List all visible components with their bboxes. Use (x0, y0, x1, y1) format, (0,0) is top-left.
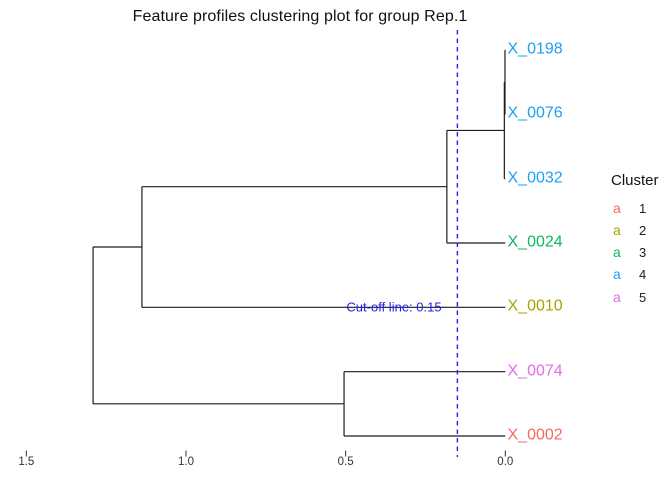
legend-key-glyph: a (613, 221, 621, 238)
legend-key-glyph: a (613, 266, 621, 283)
leaf-label: X_0032 (507, 169, 563, 187)
axis-tick-label: 0.5 (337, 456, 354, 468)
plot-title: Feature profiles clustering plot for gro… (132, 8, 468, 25)
axis-tick-label: 0.0 (497, 456, 514, 468)
legend-key-glyph: a (613, 288, 621, 305)
legend-title: Cluster (611, 172, 659, 189)
legend-key-glyph: a (613, 244, 621, 261)
legend-key-glyph: a (613, 199, 621, 216)
axis-tick-label: 1.5 (18, 456, 35, 468)
legend-item-label: 2 (639, 222, 647, 238)
axis-tick-label: 1.0 (178, 456, 194, 468)
leaf-label: X_0010 (507, 297, 563, 315)
legend-item-label: 5 (639, 289, 647, 305)
leaf-label: X_0002 (507, 426, 563, 444)
leaf-label: X_0024 (507, 233, 563, 251)
leaf-label: X_0076 (507, 104, 563, 122)
legend-item-label: 3 (639, 245, 647, 261)
leaf-label: X_0198 (507, 40, 563, 58)
leaf-label: X_0074 (507, 362, 563, 380)
cutoff-line-label: Cut-off line: 0.15 (346, 299, 442, 315)
legend-item-label: 4 (639, 267, 647, 283)
legend-item-label: 1 (639, 200, 647, 216)
